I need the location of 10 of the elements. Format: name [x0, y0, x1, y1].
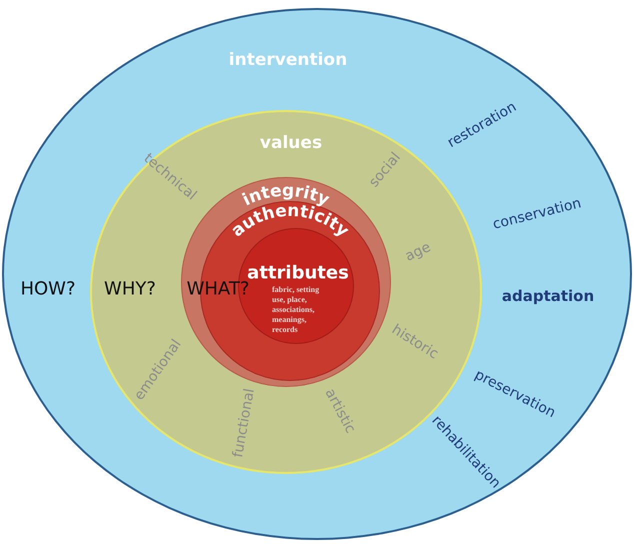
circle-title: intervention	[228, 50, 348, 70]
term-label: WHY?	[104, 278, 156, 300]
term-label: WHAT?	[186, 278, 250, 300]
term-label: adaptation	[502, 287, 594, 305]
term-label: functional	[230, 387, 258, 459]
term-label: age	[402, 239, 434, 265]
circle-title: values	[260, 133, 322, 153]
term-label: HOW?	[20, 278, 76, 300]
attribute-list: fabric, setting use, place, associations, meanings, records	[272, 285, 334, 335]
circle-title: attributes	[247, 262, 349, 284]
